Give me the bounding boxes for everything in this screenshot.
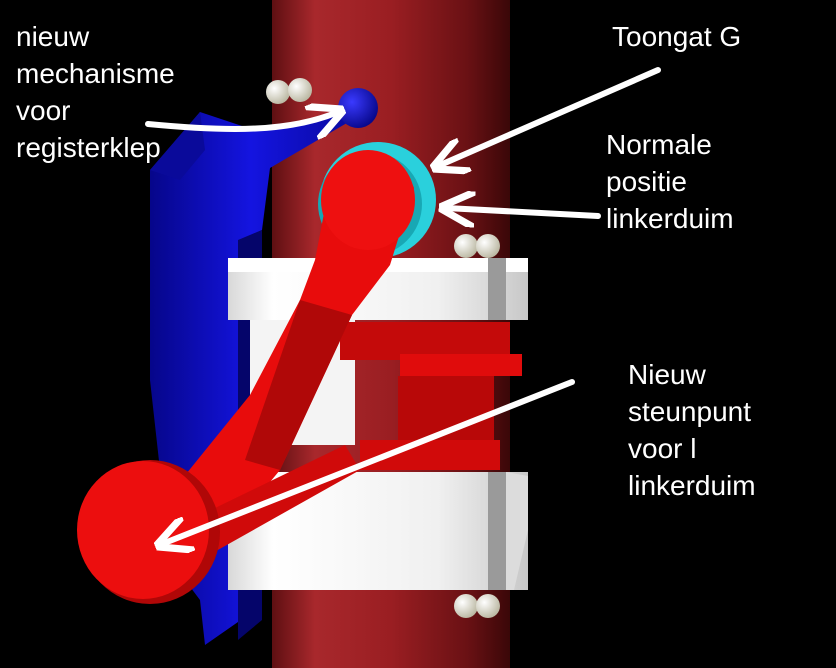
label-line: registerklep [16,132,161,163]
label-line: voor [16,95,71,126]
screw-heads [266,78,500,618]
label-line: nieuw [16,21,90,52]
label-line: steunpunt [628,396,751,427]
label-line: Nieuw [628,359,706,390]
annotation-arrows [145,67,661,544]
label-new-mechanism: nieuw mechanisme voor registerklep [16,18,175,166]
arrow-thumb-position [446,208,601,216]
label-line: linkerduim [606,203,734,234]
label-line: Normale [606,129,712,160]
register-key-knob [338,88,378,128]
arrow-tone-hole [438,67,661,166]
label-line: voor l [628,433,697,464]
label-tone-hole: Toongat G [612,18,741,55]
guide-blocks [228,258,528,590]
thumb-lever [77,150,415,604]
label-line: Toongat G [612,21,742,52]
label-line: linkerduim [628,470,756,501]
arrow-pivot [162,379,575,544]
label-line: positie [606,166,687,197]
label-new-pivot: Nieuw steunpunt voor l linkerduim [628,356,756,504]
arrow-mechanism [145,112,338,129]
label-line: mechanisme [16,58,175,89]
label-normal-thumb-position: Normale positie linkerduim [606,126,734,237]
